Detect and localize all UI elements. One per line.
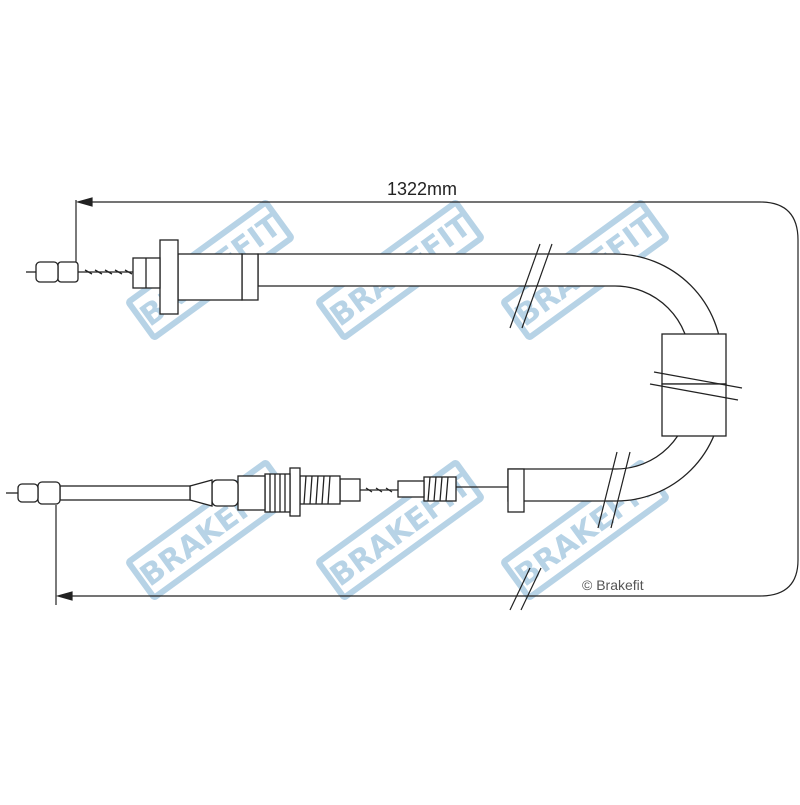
bottom-wire-nipple: [17, 483, 39, 503]
bend-grommet-upper: [661, 333, 727, 385]
copyright-text: © Brakefit: [582, 577, 644, 593]
break-mark: [521, 243, 553, 329]
break-mark: [509, 243, 541, 329]
top-wire-nipple: [35, 261, 59, 283]
top-wire-end: [57, 261, 79, 283]
bend-grommet-lower: [661, 383, 727, 437]
dimension-label: 1322mm: [387, 179, 457, 199]
bottom-taper: [189, 479, 213, 507]
cable-conduit: [257, 253, 723, 502]
bottom-ferrule-small: [339, 478, 361, 502]
top-mount-flange: [159, 239, 179, 315]
bottom-adjuster-nut: [397, 480, 425, 498]
break-mark: [597, 451, 618, 529]
break-mark: [610, 451, 631, 529]
top-conduit-sleeve: [241, 253, 259, 301]
bottom-knurled-nut: [264, 473, 291, 513]
break-mark: [509, 567, 531, 611]
dimension-line: [60, 201, 799, 597]
dimension-arrowhead-top: [75, 197, 93, 207]
bottom-neck: [211, 479, 239, 507]
break-mark: [653, 371, 743, 389]
dimension-arrowhead-bottom: [55, 591, 73, 601]
bottom-wire-end: [37, 481, 61, 505]
break-marks: [509, 243, 743, 611]
dimension-annotation: 1322mm: [55, 179, 799, 605]
top-ferrule: [177, 253, 243, 301]
break-mark: [649, 383, 739, 401]
bottom-lock-collar: [289, 467, 301, 517]
top-inner-wire-strands: [84, 269, 133, 275]
bottom-ferrule-body: [237, 475, 266, 511]
bottom-wire-sheath: [59, 485, 191, 501]
break-mark: [520, 567, 542, 611]
bottom-conduit-sleeve: [507, 468, 525, 513]
brake-cable: [6, 239, 743, 611]
